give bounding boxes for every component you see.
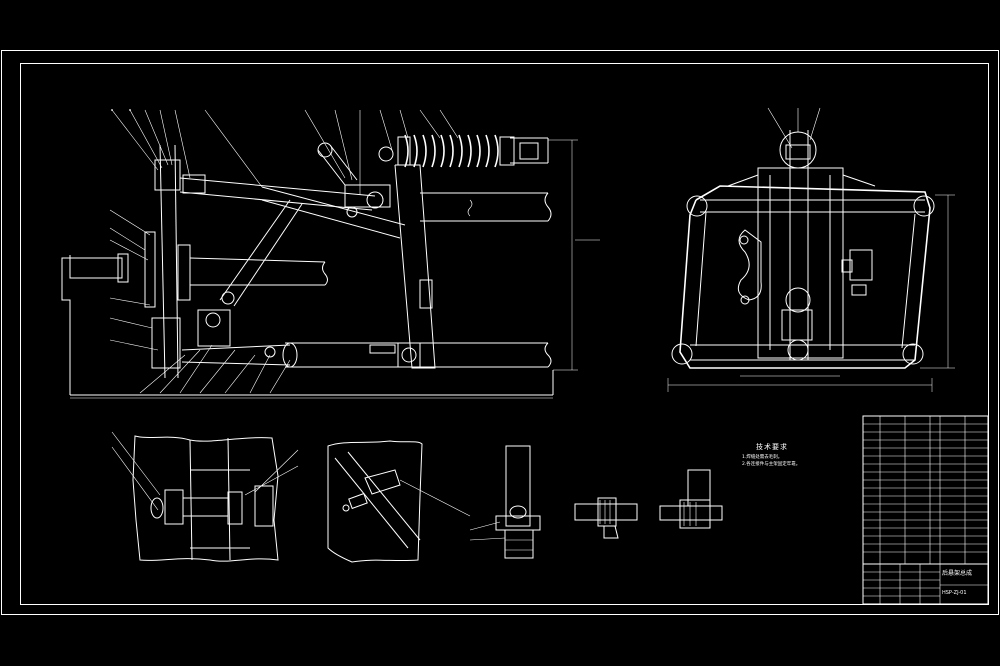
drawing-number: HSP-ZJ-01 <box>942 590 967 596</box>
rear-view <box>667 107 955 392</box>
detail-view-4 <box>574 497 638 539</box>
technical-note-1: 1.焊缝处需去毛刺。 <box>742 455 783 460</box>
detail-view-1 <box>111 431 299 562</box>
detail-view-3 <box>469 445 541 559</box>
technical-notes-title: 技术要求 <box>756 443 788 451</box>
detail-view-2 <box>327 440 471 563</box>
outer-border <box>1 50 999 615</box>
drawing-name: 后悬架总成 <box>942 570 973 577</box>
main-side-view <box>61 109 600 399</box>
detail-view-5 <box>659 469 723 529</box>
inner-border <box>20 63 989 605</box>
technical-notes: 技术要求 1.焊缝处需去毛刺。 2.各连接件与主架固定牢靠。 <box>742 442 857 468</box>
title-block <box>862 563 989 605</box>
technical-note-2: 2.各连接件与主架固定牢靠。 <box>742 462 801 467</box>
parts-list-table <box>862 415 989 565</box>
coil-spring <box>397 134 539 168</box>
